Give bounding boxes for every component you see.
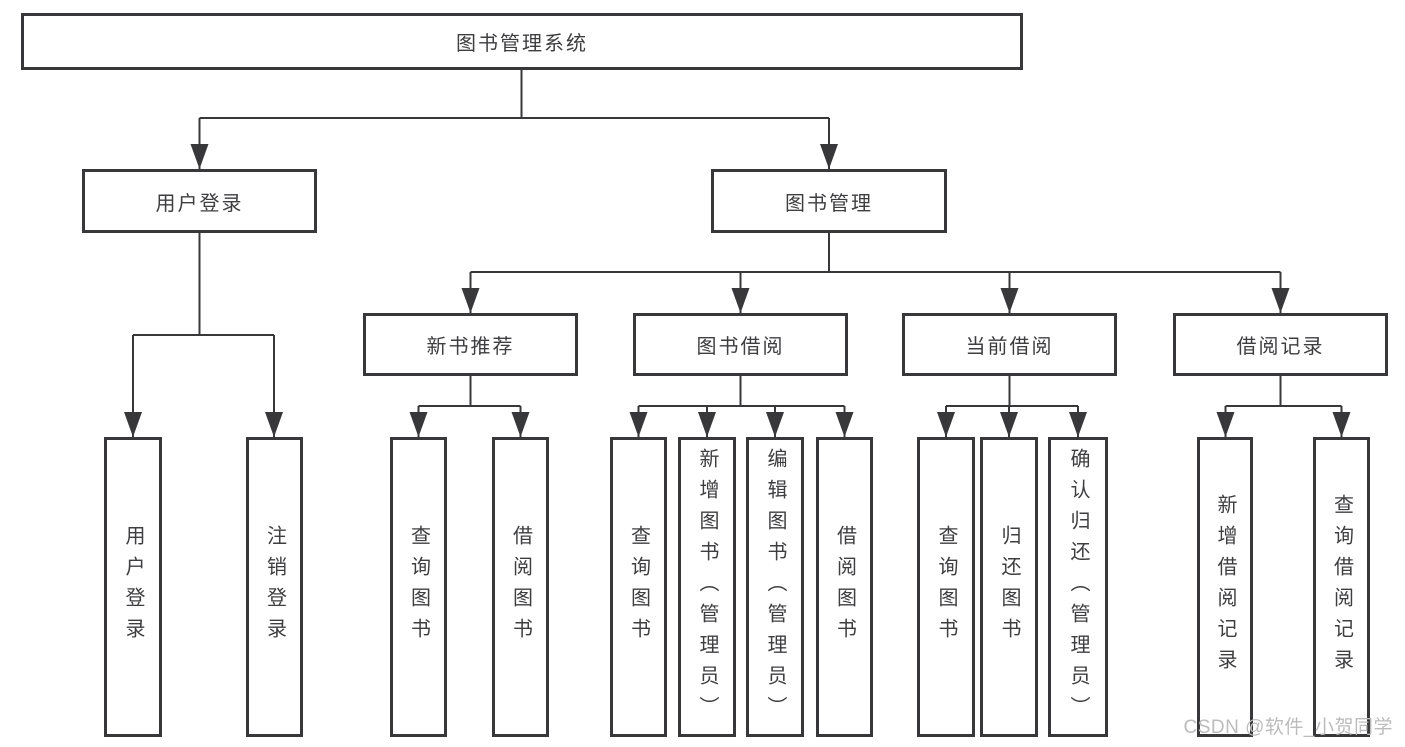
connector-book-mgmt-to-level3 <box>469 233 1282 313</box>
leaf-borrow-books-recommend: 借阅图书 <box>492 437 549 737</box>
leaf-query-borrow-record: 查询借阅记录 <box>1313 437 1370 737</box>
leaf-query-books-current: 查询图书 <box>917 437 975 737</box>
node-current-borrowing: 当前借阅 <box>902 313 1117 376</box>
leaf-confirm-return-admin: 确认归还（管理员） <box>1048 437 1108 737</box>
arrowheads <box>124 144 1351 437</box>
connector-root-to-level2 <box>198 70 830 169</box>
leaf-add-borrow-record: 新增借阅记录 <box>1197 437 1253 737</box>
leaf-add-book-admin: 新增图书（管理员） <box>678 437 736 737</box>
leaf-return-books: 归还图书 <box>980 437 1038 737</box>
node-new-book-recommendation: 新书推荐 <box>363 313 578 376</box>
leaf-query-books-borrow: 查询图书 <box>610 437 667 737</box>
leaf-query-books-recommend: 查询图书 <box>390 437 447 737</box>
leaf-borrow-books: 借阅图书 <box>816 437 873 737</box>
connector-book-borrow-to-leaves <box>637 376 846 437</box>
connector-user-login-to-leaves <box>132 233 275 437</box>
node-user-login: 用户登录 <box>82 169 317 233</box>
node-library-management-system: 图书管理系统 <box>21 13 1023 70</box>
connector-new-book-to-leaves <box>417 376 522 437</box>
node-book-management: 图书管理 <box>711 169 947 233</box>
connector-records-to-leaves <box>1224 376 1343 437</box>
leaf-user-login: 用户登录 <box>104 437 162 737</box>
node-book-borrowing: 图书借阅 <box>633 313 848 376</box>
leaf-logout: 注销登录 <box>246 437 303 737</box>
csdn-watermark: CSDN @软件_小贺同学 <box>1183 717 1393 738</box>
node-borrowing-records: 借阅记录 <box>1173 313 1388 376</box>
leaf-edit-book-admin: 编辑图书（管理员） <box>746 437 804 737</box>
